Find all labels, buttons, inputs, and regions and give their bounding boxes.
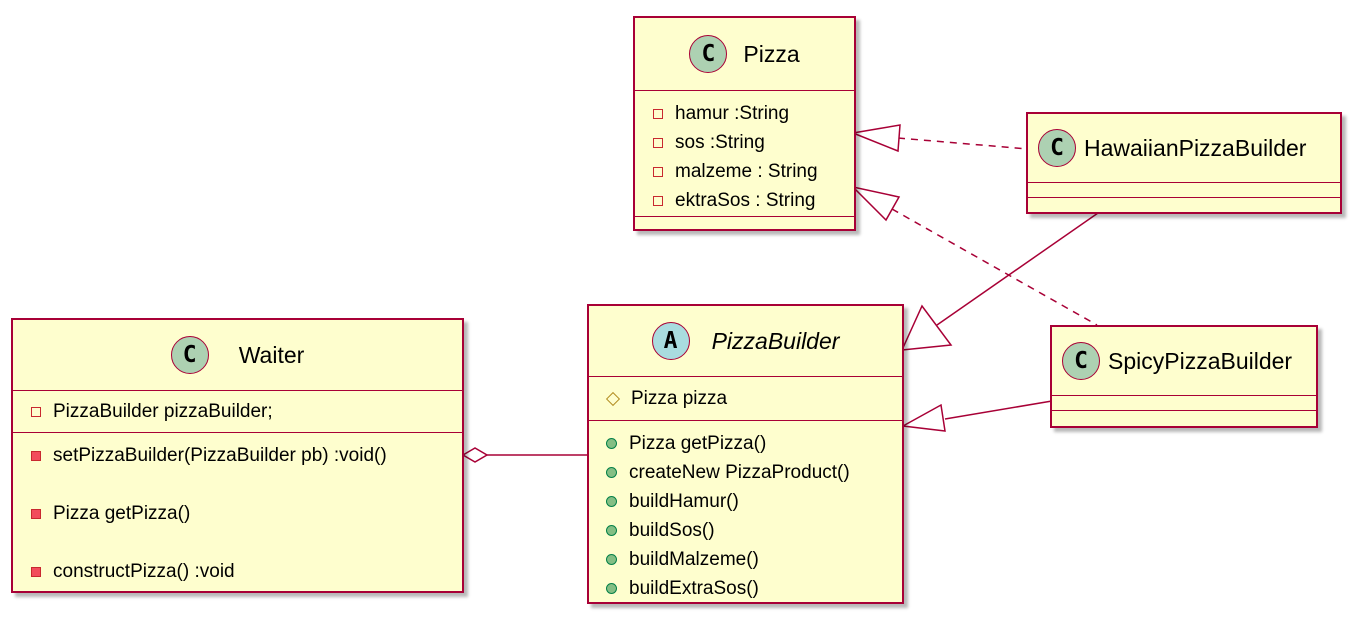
relation-hawaiian-extends-pizzabuilder [900,212,1099,351]
method: buildHamur() [606,487,902,516]
method-text: buildSos() [629,519,715,541]
class-header: C SpicyPizzaBuilder [1052,327,1316,395]
attributes-compartment [1052,395,1316,410]
attribute-text: ektraSos : String [675,189,816,211]
class-stereotype-badge: C [170,336,209,374]
method: Pizza getPizza() [606,429,902,458]
public-method-icon [606,496,617,507]
class-stereotype-badge: C [1062,342,1100,380]
attribute: PizzaBuilder pizzaBuilder; [31,401,273,423]
method-text: Pizza getPizza() [629,432,767,454]
class-name: HawaiianPizzaBuilder [1084,134,1307,161]
method-text: buildMalzeme() [629,548,759,570]
relation-spicy-extends-pizzabuilder [900,400,1053,432]
method-text: buildExtraSos() [629,577,759,599]
public-method-icon [606,525,617,536]
attribute: sos :String [653,128,854,157]
class-hawaiian-pizza-builder[interactable]: C HawaiianPizzaBuilder [1026,112,1342,214]
generalization-arrowhead [900,403,946,432]
attributes-compartment [1028,182,1340,197]
class-spicy-pizza-builder[interactable]: C SpicyPizzaBuilder [1050,325,1318,428]
attribute: malzeme : String [653,157,854,186]
realization-arrowhead [850,185,901,222]
method: constructPizza() :void [31,557,462,586]
private-visibility-icon [653,108,663,119]
class-name: Pizza [743,40,800,67]
attributes-compartment: Pizza pizza [589,376,902,420]
class-name: SpicyPizzaBuilder [1108,347,1293,374]
private-method-icon [31,450,41,461]
realization-arrowhead [850,124,901,153]
method-text: buildHamur() [629,490,739,512]
class-header: A PizzaBuilder [589,306,902,376]
class-pizza[interactable]: C Pizza hamur :String sos :String malzem… [633,16,856,231]
private-method-icon [31,508,41,519]
method-text: createNew PizzaProduct() [629,461,850,483]
method-text: setPizzaBuilder(PizzaBuilder pb) :void() [53,444,387,466]
abstract-stereotype-badge: A [651,322,690,360]
methods-compartment [1052,410,1316,426]
attribute: Pizza pizza [605,387,728,410]
method: Pizza getPizza() [31,499,462,528]
protected-visibility-icon [605,391,621,406]
attribute: hamur :String [653,99,854,128]
methods-compartment [635,216,854,229]
relation-spicy-realizes-pizza [850,185,1098,326]
class-name: Waiter [238,341,305,368]
class-name: PizzaBuilder [711,327,840,354]
class-stereotype-badge: C [1038,129,1076,167]
method: setPizzaBuilder(PizzaBuilder pb) :void() [31,441,462,470]
methods-compartment: Pizza getPizza() createNew PizzaProduct(… [589,420,902,602]
attribute-text: PizzaBuilder pizzaBuilder; [53,400,273,422]
class-header: C Waiter [13,320,462,390]
class-header: C Pizza [635,18,854,90]
generalization-arrowhead [900,304,953,351]
attribute-text: Pizza pizza [631,387,728,409]
methods-compartment: setPizzaBuilder(PizzaBuilder pb) :void()… [13,432,462,589]
methods-compartment [1028,197,1340,212]
class-header: C HawaiianPizzaBuilder [1028,114,1340,182]
public-method-icon [606,583,617,594]
method: createNew PizzaProduct() [606,458,902,487]
method-text: constructPizza() :void [53,560,235,582]
attributes-compartment: PizzaBuilder pizzaBuilder; [13,390,462,432]
relation-waiter-aggregates-pizzabuilder [461,447,588,463]
class-pizza-builder[interactable]: A PizzaBuilder Pizza pizza Pizza getPizz… [587,304,904,604]
relation-hawaiian-realizes-pizza [850,124,1029,153]
attribute-text: sos :String [675,131,765,153]
class-waiter[interactable]: C Waiter PizzaBuilder pizzaBuilder; setP… [11,318,464,593]
method: buildSos() [606,516,902,545]
method: buildMalzeme() [606,545,902,574]
private-visibility-icon [653,195,663,206]
private-visibility-icon [31,406,41,417]
class-stereotype-badge: C [689,35,728,73]
private-visibility-icon [653,137,663,148]
attribute-text: hamur :String [675,102,790,124]
attribute-text: malzeme : String [675,160,818,182]
private-method-icon [31,566,41,577]
private-visibility-icon [653,166,663,177]
member-spacer [31,528,462,557]
public-method-icon [606,467,617,478]
attribute: ektraSos : String [653,186,854,215]
public-method-icon [606,438,617,449]
aggregation-diamond [461,447,489,463]
attributes-compartment: hamur :String sos :String malzeme : Stri… [635,90,854,216]
method: buildExtraSos() [606,574,902,603]
public-method-icon [606,554,617,565]
member-spacer [31,470,462,499]
method-text: Pizza getPizza() [53,502,191,524]
